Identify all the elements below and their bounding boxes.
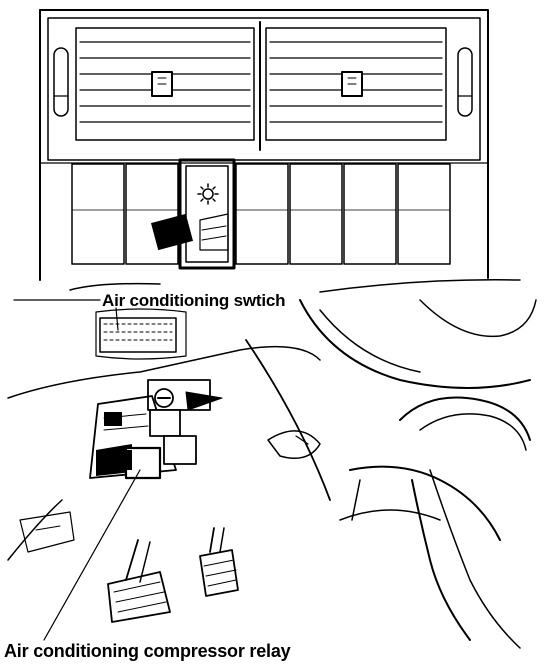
steering-wheel: [299, 299, 537, 649]
ac-relay-label: Air conditioning compressor relay: [4, 641, 291, 661]
pedals: [107, 527, 239, 623]
ac-compressor-relay: [120, 446, 162, 480]
switch-bank: [39, 162, 489, 265]
ac-snowflake-icon: [197, 183, 219, 205]
lower-dashboard: [7, 308, 331, 561]
leader-lines: [43, 307, 141, 641]
ac-switch-label: Air conditioning swtich: [102, 291, 286, 310]
ac-switch-button[interactable]: [150, 158, 236, 270]
vent-panel: [39, 9, 489, 281]
